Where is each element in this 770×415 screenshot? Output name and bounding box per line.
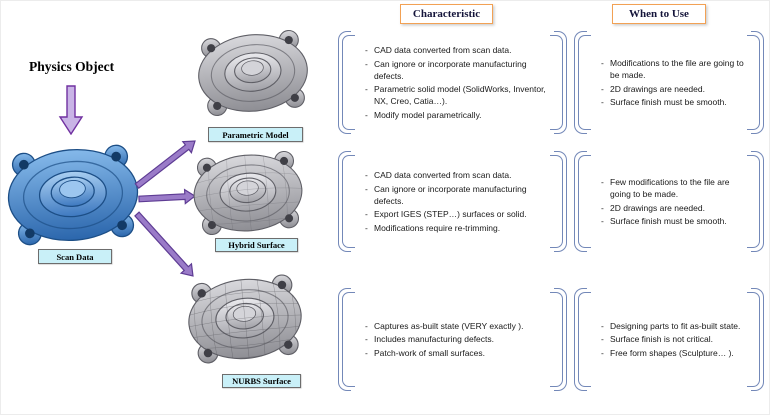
physics-object-title: Physics Object (29, 59, 115, 74)
bracket-right-inner (747, 292, 760, 387)
scan-data-label: Scan Data (38, 249, 112, 264)
characteristic-header-label: Characteristic (412, 8, 481, 20)
hybrid-characteristic-panel: CAD data converted from scan data. Can i… (338, 151, 567, 252)
parametric-when-to-use-panel: Modifications to the file are going to b… (574, 31, 764, 134)
down-arrow-icon (58, 85, 84, 135)
list-item: Modifications to the file are going to b… (601, 57, 746, 81)
parametric-model-part-image (198, 29, 308, 117)
hybrid-when-to-use-panel: Few modifications to the file are going … (574, 151, 764, 252)
bracket-left (338, 288, 351, 391)
bracket-right (751, 151, 764, 252)
parametric-model-label: Parametric Model (208, 127, 303, 142)
hybrid-surface-label-text: Hybrid Surface (228, 240, 285, 250)
nurbs-surface-part-image (186, 273, 305, 365)
characteristic-header: Characteristic (400, 4, 493, 24)
bracket-right (554, 288, 567, 391)
list-item: Can ignore or incorporate manufacturing … (365, 58, 549, 82)
list-item: Modify model parametrically. (365, 109, 549, 121)
list-item: Includes manufacturing defects. (365, 333, 549, 345)
parametric-characteristic-list: CAD data converted from scan data. Can i… (338, 43, 567, 123)
hybrid-surface-label: Hybrid Surface (215, 238, 298, 252)
hybrid-characteristic-list: CAD data converted from scan data. Can i… (338, 168, 567, 236)
when-to-use-header: When to Use (612, 4, 706, 24)
bracket-right-inner (550, 155, 563, 248)
bracket-right (554, 151, 567, 252)
bracket-left (338, 151, 351, 252)
list-item: Export IGES (STEP…) surfaces or solid. (365, 208, 549, 220)
hybrid-surface-part-image (192, 150, 305, 236)
list-item: Captures as-built state (VERY exactly ). (365, 320, 549, 332)
bracket-right (751, 31, 764, 134)
nurbs-characteristic-panel: Captures as-built state (VERY exactly ).… (338, 288, 567, 391)
scan-data-label-text: Scan Data (56, 251, 94, 262)
bracket-left-inner (342, 35, 355, 130)
bracket-right (554, 31, 567, 134)
parametric-model-label-text: Parametric Model (222, 129, 289, 140)
list-item: Can ignore or incorporate manufacturing … (365, 183, 549, 207)
when-to-use-header-label: When to Use (629, 8, 689, 20)
list-item: Few modifications to the file are going … (601, 176, 746, 200)
list-item: Designing parts to fit as-built state. (601, 320, 746, 332)
nurbs-when-to-use-list: Designing parts to fit as-built state. S… (574, 318, 764, 360)
list-item: 2D drawings are needed. (601, 202, 746, 214)
bracket-right-inner (747, 35, 760, 130)
bracket-right-inner (550, 292, 563, 387)
parametric-characteristic-panel: CAD data converted from scan data. Can i… (338, 31, 567, 134)
scan-data-part-image (7, 144, 139, 246)
list-item: 2D drawings are needed. (601, 83, 746, 95)
list-item: Surface finish is not critical. (601, 333, 746, 345)
bracket-left (574, 31, 587, 134)
list-item: Parametric solid model (SolidWorks, Inve… (365, 83, 549, 107)
hybrid-when-to-use-list: Few modifications to the file are going … (574, 174, 764, 228)
bracket-left (338, 31, 351, 134)
list-item: CAD data converted from scan data. (365, 169, 549, 181)
parametric-when-to-use-list: Modifications to the file are going to b… (574, 55, 764, 109)
nurbs-when-to-use-panel: Designing parts to fit as-built state. S… (574, 288, 764, 391)
bracket-right-inner (550, 35, 563, 130)
list-item: Modifications require re-trimming. (365, 222, 549, 234)
bracket-right-inner (747, 155, 760, 248)
bracket-right (751, 288, 764, 391)
list-item: CAD data converted from scan data. (365, 44, 549, 56)
bracket-left-inner (578, 292, 591, 387)
nurbs-surface-label-text: NURBS Surface (232, 376, 291, 386)
list-item: Surface finish must be smooth. (601, 96, 746, 108)
bracket-left-inner (578, 35, 591, 130)
bracket-left-inner (342, 155, 355, 248)
list-item: Surface finish must be smooth. (601, 215, 746, 227)
list-item: Free form shapes (Sculpture… ). (601, 347, 746, 359)
bracket-left (574, 288, 587, 391)
nurbs-surface-label: NURBS Surface (222, 374, 301, 388)
branch-arrows-icon (134, 140, 196, 277)
bracket-left-inner (342, 292, 355, 387)
nurbs-characteristic-list: Captures as-built state (VERY exactly ).… (338, 318, 567, 360)
bracket-left-inner (578, 155, 591, 248)
bracket-left (574, 151, 587, 252)
list-item: Patch-work of small surfaces. (365, 347, 549, 359)
